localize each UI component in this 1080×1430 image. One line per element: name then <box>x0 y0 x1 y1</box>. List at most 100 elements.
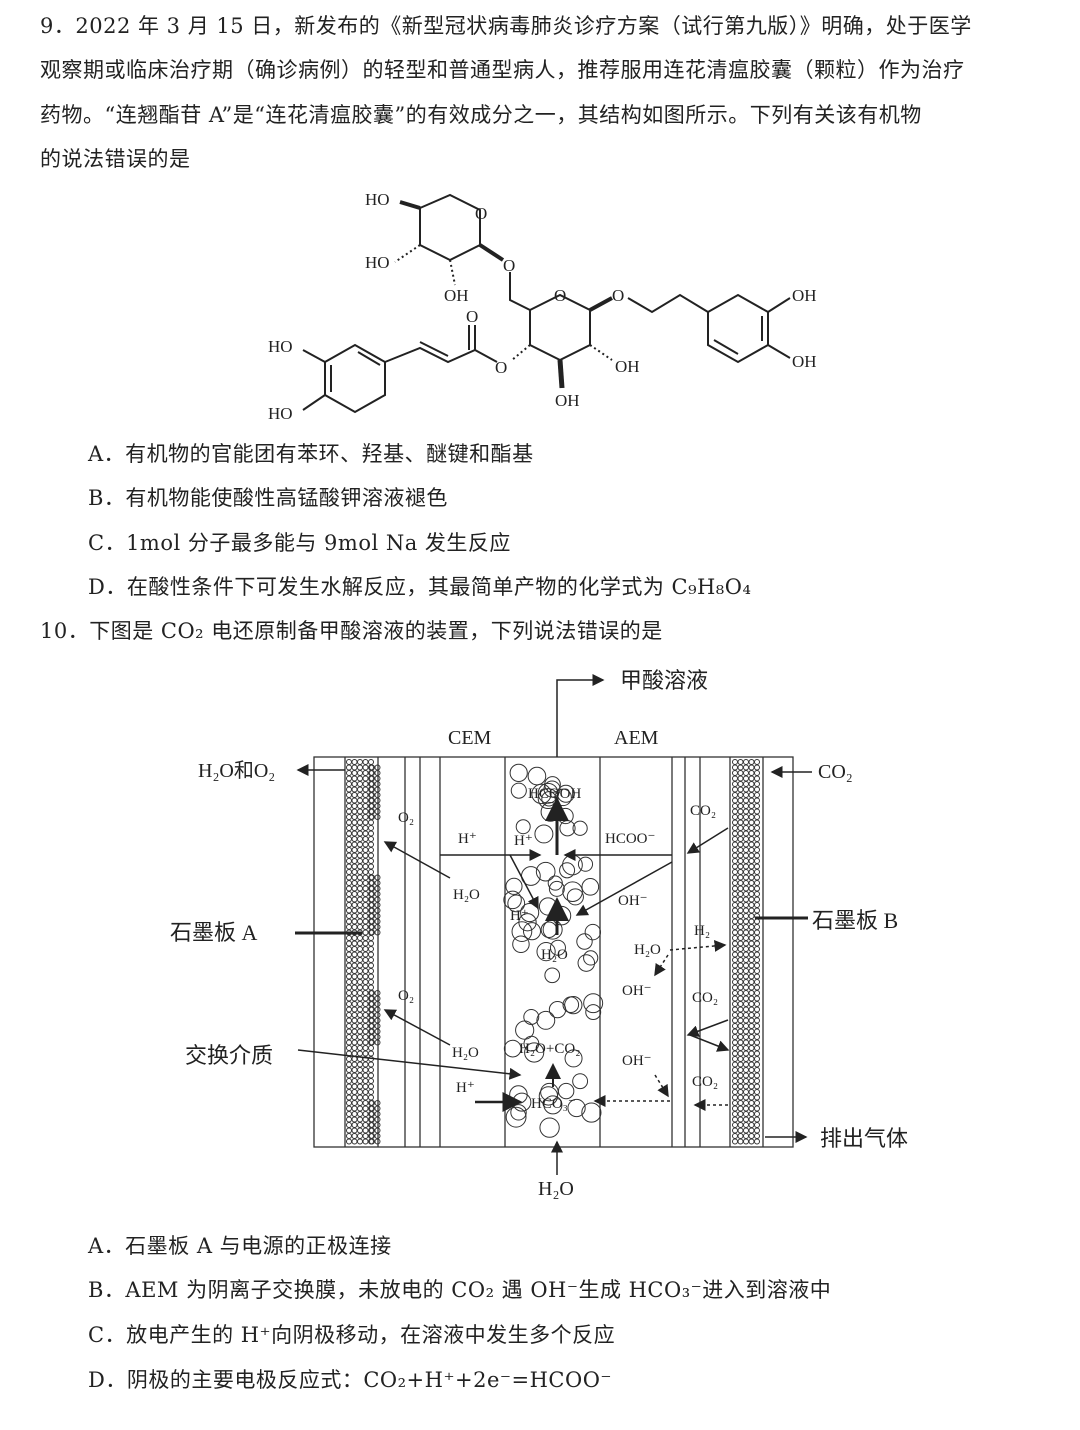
label-oh-2: OH <box>615 357 640 376</box>
electrode-b-bubble <box>748 803 755 809</box>
electrode-b-bubble <box>743 1067 749 1073</box>
electrode-a-bubble <box>368 869 374 875</box>
electrode-a-bubble <box>357 1050 363 1057</box>
electrode-a-bubble <box>351 880 358 886</box>
exchange-medium-bubble <box>534 824 554 844</box>
electrode-b-bubble <box>743 979 749 985</box>
q9-option-d: D．在酸性条件下可发生水解反应，其最简单产物的化学式为 C₉H₈O₄ <box>88 575 752 599</box>
electrode-a-bubble <box>346 924 352 930</box>
exchange-medium-bubble <box>503 890 522 910</box>
exchange-medium-bubble <box>567 1098 586 1118</box>
electrode-b-bubble <box>748 924 755 930</box>
electrode-a-bubble <box>357 1127 363 1134</box>
exchange-medium-bubble <box>562 996 580 1013</box>
exchange-medium-bubble <box>577 856 594 872</box>
electrode-b-bubble <box>737 852 744 859</box>
electrode-b-bubble <box>732 1045 738 1051</box>
electrode-b-bubble <box>743 1045 749 1051</box>
electrode-a-bubble <box>357 990 363 996</box>
electrode-b-bubble <box>732 1023 738 1029</box>
electrode-a-bubble <box>368 759 374 765</box>
exchange-medium-bubble <box>518 913 537 932</box>
electrode-a-bubble <box>368 1061 374 1068</box>
electrode-a-bubble <box>346 1089 352 1095</box>
electrode-b-bubble <box>748 1072 755 1079</box>
label-co2-mid: CO₂ <box>692 990 718 1006</box>
electrode-b-bubble <box>732 1083 738 1090</box>
electrode-b-bubble <box>743 1133 749 1139</box>
electrode-b-bubble <box>754 1045 760 1051</box>
electrode-b-bubble <box>732 858 738 864</box>
electrode-a-bubble <box>357 1116 363 1123</box>
label-h2o-right: H₂O <box>634 942 661 958</box>
electrode-b-bubble <box>754 1105 760 1112</box>
electrode-a-bubble <box>362 1023 369 1029</box>
electrode-b-bubble <box>737 797 744 804</box>
electrode-a-bubble <box>346 1122 352 1128</box>
electrode-a-bubble <box>362 1094 369 1101</box>
electrode-a-bubble <box>346 852 352 859</box>
exchange-medium-bubble <box>543 1095 563 1115</box>
electrode-b-bubble <box>748 764 755 771</box>
electrode-b-bubble <box>732 819 738 826</box>
electrode-b-bubble <box>754 1138 760 1145</box>
electrode-b-bubble <box>748 1078 755 1084</box>
electrode-b-bubble <box>737 1083 744 1090</box>
electrode-a-bubble <box>346 995 352 1002</box>
electrode-a-bubble <box>362 1050 369 1057</box>
electrode-a-bubble <box>362 1105 369 1112</box>
electrode-a-bubble <box>368 1094 374 1101</box>
electrode-a-bubble <box>357 1111 363 1117</box>
electrode-a-bubble <box>362 1122 369 1128</box>
electrode-a-bubble <box>368 858 374 864</box>
electrode-b-bubble <box>748 863 755 870</box>
electrode-b-bubble <box>732 836 738 842</box>
electrode-b-bubble <box>737 830 744 837</box>
electrode-a-bubble <box>351 979 358 985</box>
electrode-b-bubble <box>743 990 749 996</box>
electrode-a-bubble <box>368 946 374 952</box>
electrode-a-bubble <box>368 847 374 853</box>
label-o2-top: O₂ <box>398 810 414 826</box>
electrode-b-bubble <box>754 775 760 782</box>
electrode-b-bubble <box>737 1133 744 1139</box>
electrode-b-bubble <box>732 1056 738 1062</box>
electrode-a-bubble <box>351 946 358 952</box>
electrode-b-bubble <box>754 797 760 804</box>
label-oh-top: OH⁻ <box>618 893 648 909</box>
electrode-a-bubble <box>362 973 369 980</box>
electrode-a-bubble <box>351 1017 358 1024</box>
electrode-a-bubble <box>362 1001 369 1007</box>
electrode-b-bubble <box>732 825 738 831</box>
electrode-b-bubble <box>737 913 744 919</box>
electrode-a-bubble <box>357 792 363 798</box>
electrode-b-bubble <box>732 962 738 969</box>
electrode-b-bubble <box>737 929 744 936</box>
electrode-a-bubble <box>357 797 363 804</box>
electrode-b-bubble <box>737 918 744 925</box>
electrode-b-bubble <box>737 1078 744 1084</box>
electrode-b-bubble <box>737 973 744 980</box>
electrode-a-bubble <box>357 1072 363 1079</box>
exchange-medium-bubble <box>584 923 602 941</box>
electrode-b-bubble <box>743 957 749 963</box>
label-oh-r1: OH <box>792 286 817 305</box>
electrode-a-bubble <box>362 869 369 875</box>
electrode-a-bubble <box>351 847 358 853</box>
electrode-b-bubble <box>748 1023 755 1029</box>
electrode-a-bubble <box>362 918 369 925</box>
electrode-b-bubble <box>743 1100 749 1106</box>
electrode-a-bubble <box>351 1012 358 1018</box>
co2-electroreduction-cell-diagram: 甲酸溶液 CEM AEM H₂O和O₂ CO₂ 石墨板 A 石墨板 B 交换介质… <box>170 668 908 1200</box>
electrode-a-bubble <box>362 858 369 864</box>
exchange-medium-bubble <box>548 880 565 897</box>
electrode-b-bubble <box>743 1001 749 1007</box>
electrode-a-bubble <box>362 852 369 859</box>
electrode-a-bubble <box>362 808 369 815</box>
q10-option-b: B．AEM 为阴离子交换膜，未放电的 CO₂ 遇 OH⁻生成 HCO₃⁻进入到溶… <box>88 1278 832 1302</box>
electrode-b-bubble <box>737 786 744 793</box>
electrode-a-bubble <box>357 940 363 947</box>
electrode-a-bubble <box>368 935 374 941</box>
electrode-b-bubble <box>743 1105 749 1112</box>
exchange-medium-bubble <box>551 905 572 926</box>
